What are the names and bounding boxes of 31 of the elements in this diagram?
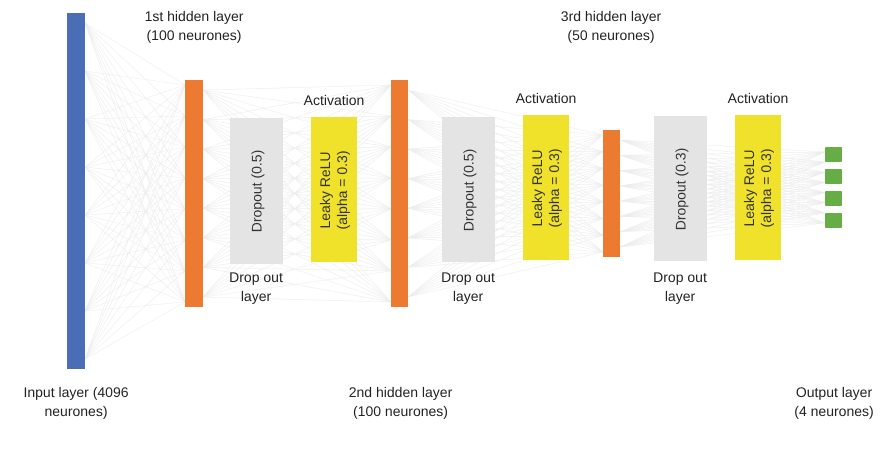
dropout-rate-label: Dropout (0.3): [672, 146, 689, 232]
layer-caption: Activation: [514, 89, 578, 108]
output-neuron-square: [825, 191, 842, 206]
input-layer-bar: [67, 13, 85, 369]
layer-caption: Input layer (4096 neurones): [22, 383, 130, 421]
output-neuron-square: [825, 147, 842, 162]
output-neuron-square: [825, 169, 842, 184]
dropout-box: [230, 118, 283, 264]
layer-caption: Output layer (4 neurones): [793, 383, 875, 421]
activation-function-label: Leaky ReLU (alpha = 0.3): [529, 147, 563, 229]
activation-box: [735, 115, 781, 260]
layer-caption: 3rd hidden layer (50 neurones): [560, 7, 662, 45]
dropout-rate-label: Dropout (0.5): [460, 147, 477, 233]
hidden-layer-bar: [391, 80, 408, 307]
layer-caption: 2nd hidden layer (100 neurones): [348, 383, 453, 421]
activation-box: [523, 115, 569, 260]
activation-function-label: Leaky ReLU (alpha = 0.3): [741, 147, 775, 229]
layer-caption: Drop out layer: [440, 268, 496, 306]
dropout-box: [654, 116, 707, 261]
dropout-box: [442, 117, 495, 262]
activation-box: [311, 117, 357, 262]
activation-function-label: Leaky ReLU (alpha = 0.3): [317, 149, 351, 231]
hidden-layer-bar: [185, 80, 203, 307]
layer-caption: Drop out layer: [652, 268, 708, 306]
hidden-layer-bar: [603, 130, 620, 257]
layer-caption: Activation: [726, 89, 790, 108]
layer-caption: Activation: [302, 91, 366, 110]
dropout-rate-label: Dropout (0.5): [248, 148, 265, 234]
layer-caption: Drop out layer: [228, 268, 284, 306]
layer-caption: 1st hidden layer (100 neurones): [144, 7, 244, 45]
output-neuron-square: [825, 213, 842, 228]
